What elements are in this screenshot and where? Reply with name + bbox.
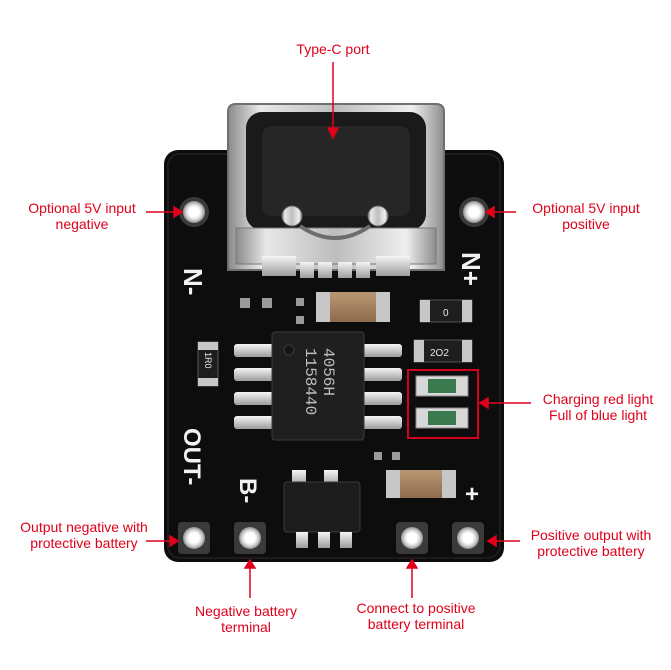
resistor-left: 1R0: [197, 341, 219, 387]
label-battery-negative: Negative battery terminal: [195, 603, 297, 635]
pad-input-positive: [459, 197, 489, 227]
svg-text:1R0: 1R0: [203, 352, 213, 369]
silk-n-minus: N-: [178, 268, 208, 295]
label-input-negative: Optional 5V input negative: [28, 200, 136, 232]
label-output-negative: Output negative with protective battery: [20, 519, 148, 551]
protection-ic: [283, 470, 361, 548]
silk-out-minus: OUT-: [178, 428, 205, 485]
chip-marking-line1: 4056H: [319, 348, 337, 396]
label-charging-light: Charging red light Full of blue light: [542, 391, 654, 423]
pad-out-positive: [452, 522, 484, 554]
smd-pads-bottom: [374, 452, 400, 460]
label-output-positive: Positive output with protective battery: [530, 527, 652, 559]
smd-pads-top: [240, 298, 304, 324]
silk-n-plus: N+: [456, 252, 486, 286]
led-highlight-box: [407, 369, 479, 439]
annotation-lines: [146, 62, 531, 598]
label-type-c-port: Type-C port: [296, 41, 370, 57]
label-battery-positive: Connect to positive battery terminal: [356, 600, 476, 632]
silk-b-minus: B-: [234, 478, 261, 503]
pad-input-negative: [179, 197, 209, 227]
ceramic-capacitor-bottom: [386, 470, 456, 498]
charger-ic: 4056H 1158440: [234, 331, 402, 441]
ceramic-capacitor-top: [316, 292, 390, 322]
pad-battery-positive: [396, 522, 428, 554]
svg-text:2O2: 2O2: [430, 348, 449, 359]
chip-marking-line2: 1158440: [301, 348, 319, 415]
status-leds: [415, 375, 469, 429]
resistor-top: 0: [419, 299, 473, 323]
svg-text:0: 0: [443, 308, 449, 319]
type-c-connector: [227, 103, 445, 278]
pad-out-negative: [178, 522, 210, 554]
pad-battery-negative: [234, 522, 266, 554]
label-input-positive: Optional 5V input positive: [532, 200, 640, 232]
resistor-middle: 2O2: [413, 339, 473, 363]
silk-plus: +: [465, 481, 479, 508]
